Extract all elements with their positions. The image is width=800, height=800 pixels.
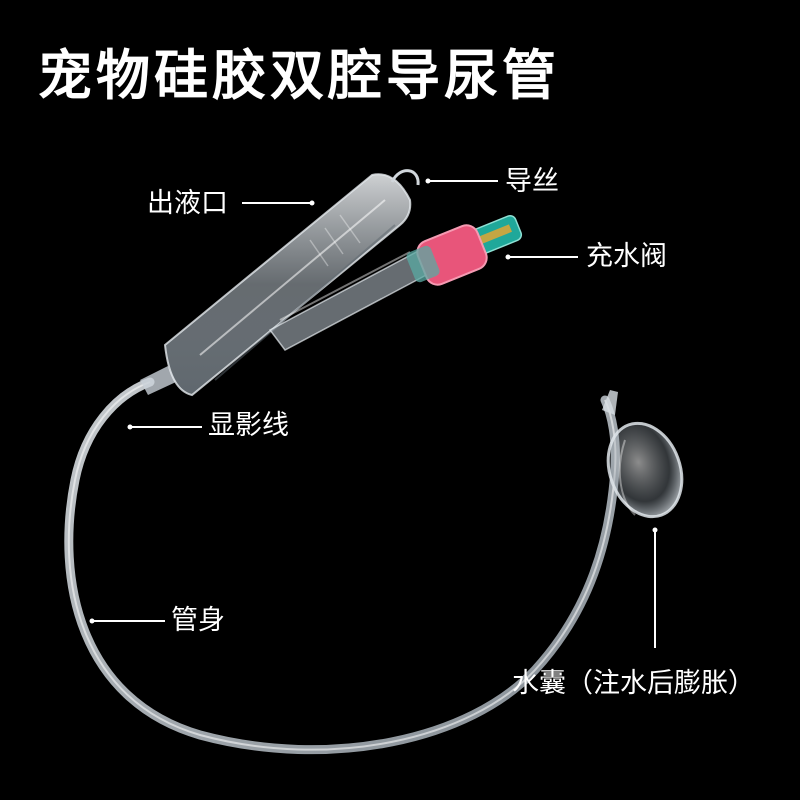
catheter-tip — [602, 390, 618, 415]
label-balloon: 水囊（注水后膨胀） — [512, 668, 755, 699]
label-inflation-valve: 充水阀 — [586, 241, 667, 272]
label-tube-body: 管身 — [171, 605, 225, 636]
label-radiopaque-line: 显影线 — [208, 410, 289, 441]
tube-neck — [140, 366, 176, 395]
label-outlet: 出液口 — [147, 188, 228, 219]
balloon-shape — [606, 421, 684, 519]
label-guide-wire: 导丝 — [505, 166, 559, 197]
page-title: 宠物硅胶双腔导尿管 — [38, 44, 560, 107]
guide-wire-loop — [390, 169, 420, 186]
